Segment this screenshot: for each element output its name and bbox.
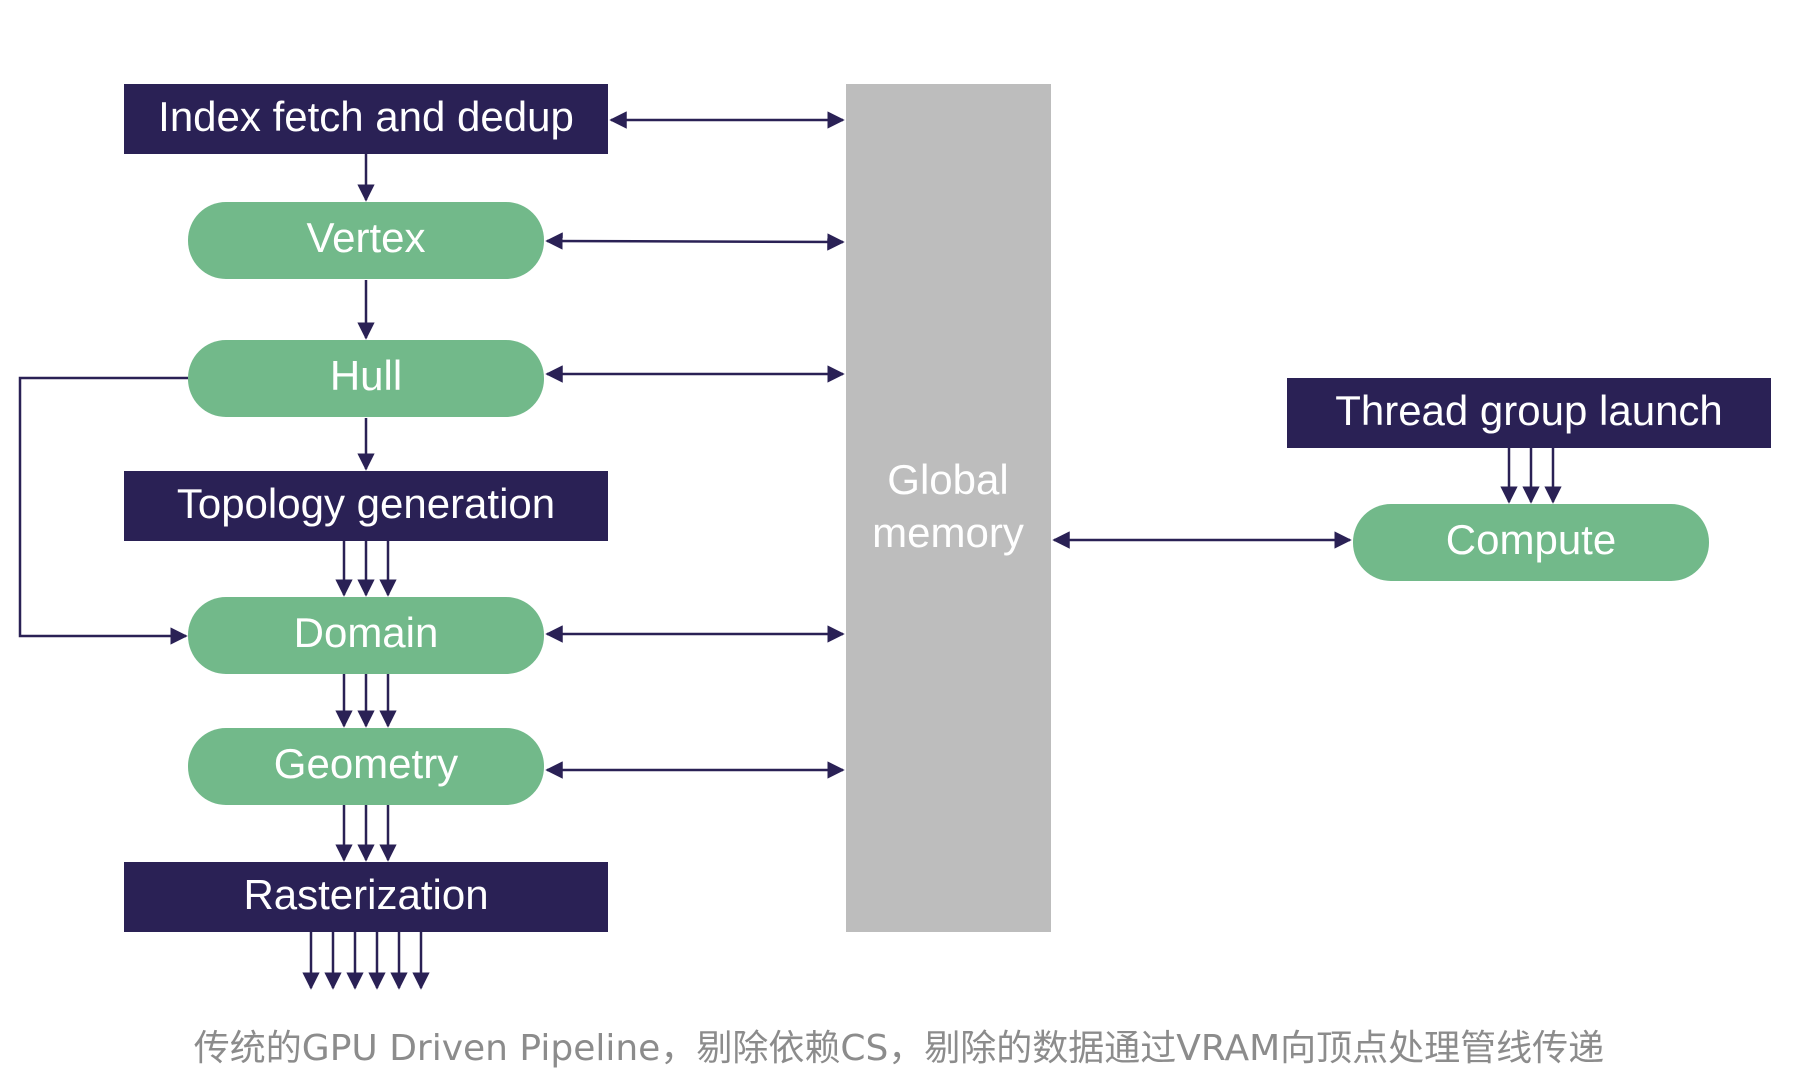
figure-caption: 传统的GPU Driven Pipeline，剔除依赖CS，剔除的数据通过VRA… bbox=[193, 1028, 1605, 1069]
thread-group-launch-label: Thread group launch bbox=[1335, 387, 1723, 434]
global-memory-label-line1: Global bbox=[887, 456, 1008, 503]
rasterization-label: Rasterization bbox=[243, 871, 488, 918]
global-memory-block bbox=[846, 84, 1051, 932]
domain-node bbox=[188, 597, 544, 674]
hull-label: Hull bbox=[330, 352, 402, 399]
arrows-rasterization-output bbox=[302, 932, 430, 990]
global-memory-label-line2: memory bbox=[872, 509, 1024, 556]
geometry-label: Geometry bbox=[274, 740, 458, 787]
vertex-node bbox=[188, 202, 544, 279]
compute-node bbox=[1353, 504, 1709, 581]
topology-generation-node bbox=[124, 471, 608, 541]
arrow-hull-to-domain-bypass bbox=[18, 376, 188, 645]
hull-node bbox=[188, 340, 544, 417]
arrows-geometry-to-rasterization bbox=[335, 805, 397, 862]
topology-generation-label: Topology generation bbox=[177, 480, 555, 527]
arrows-thread-group-to-compute bbox=[1500, 448, 1562, 504]
rasterization-node bbox=[124, 862, 608, 932]
vertex-label: Vertex bbox=[306, 214, 425, 261]
domain-label: Domain bbox=[294, 609, 439, 656]
thread-group-launch-node bbox=[1287, 378, 1771, 448]
compute-label: Compute bbox=[1446, 516, 1616, 563]
arrow-vertex-memory bbox=[545, 232, 845, 251]
index-fetch-label: Index fetch and dedup bbox=[158, 93, 574, 140]
arrows-topology-to-domain bbox=[335, 541, 397, 597]
index-fetch-node bbox=[124, 84, 608, 154]
geometry-node bbox=[188, 728, 544, 805]
arrows-domain-to-geometry bbox=[335, 674, 397, 728]
